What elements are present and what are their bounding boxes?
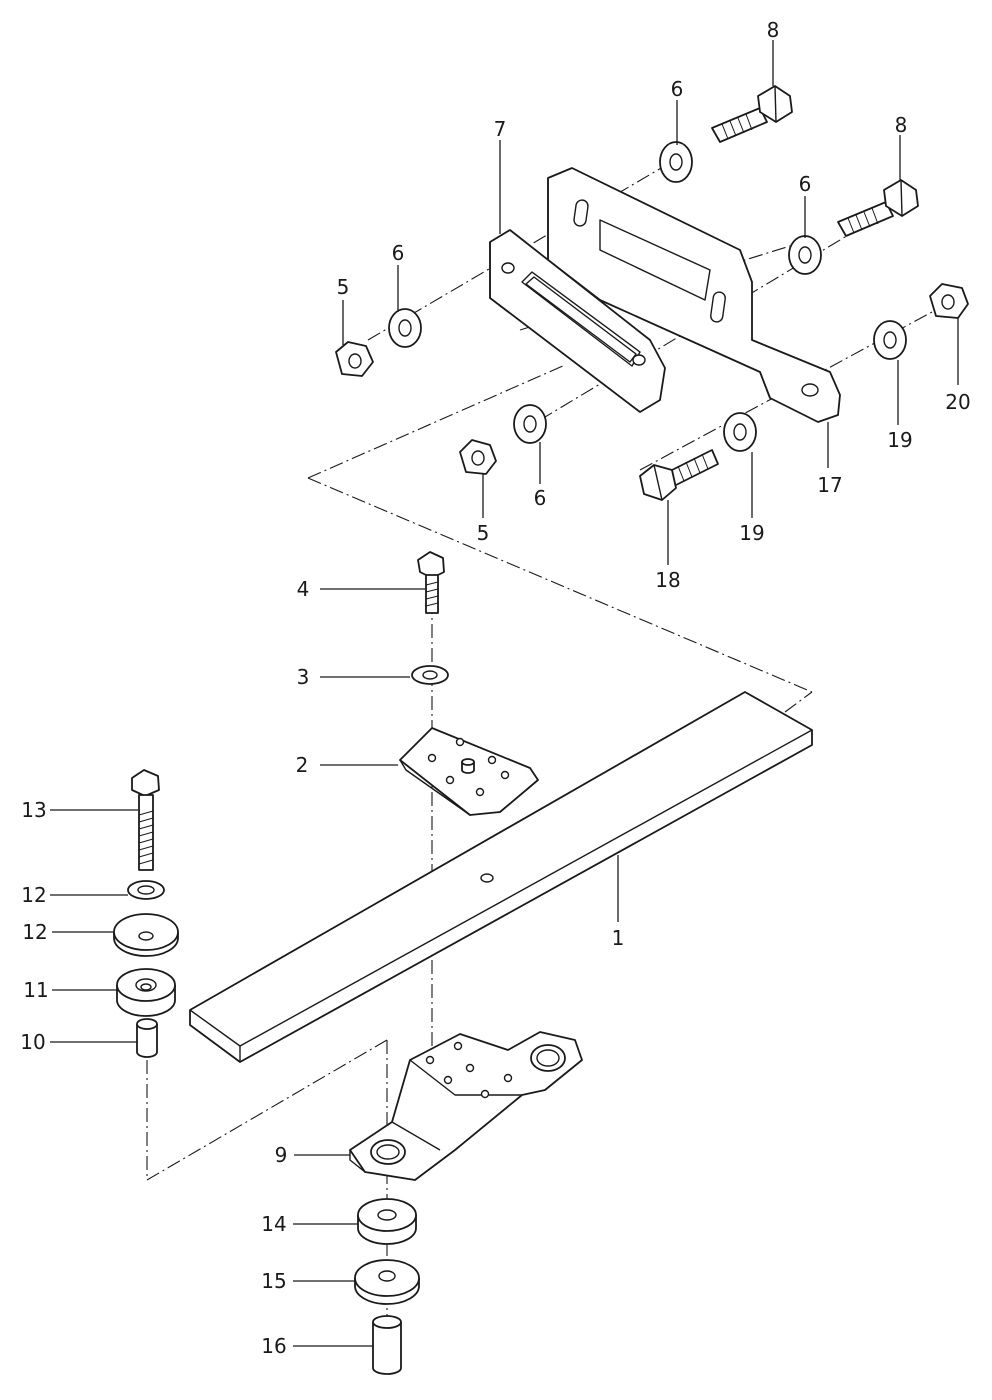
callout-6-right: 6 (799, 172, 812, 196)
washer-13 (127, 880, 165, 900)
callout-15: 14 (261, 1212, 286, 1236)
washer-19-left (723, 412, 757, 452)
callout-18: 18 (655, 568, 680, 592)
washer-6-upper (659, 141, 693, 183)
washer-12-upper (113, 913, 179, 957)
nut-5-left (335, 341, 374, 377)
nut-20 (929, 283, 969, 319)
bolt-18 (639, 449, 719, 501)
callout-20: 20 (945, 390, 970, 414)
callout-8-upper: 8 (767, 18, 780, 42)
bolt-14 (131, 769, 160, 871)
blade (189, 691, 813, 1063)
callout-13: 12 (21, 883, 46, 907)
sleeve-16 (372, 1315, 402, 1375)
bracket-rear (547, 167, 841, 423)
callout-5-upper: 5 (337, 275, 350, 299)
callout-12-lower: 15 (261, 1269, 286, 1293)
washer-6-left (388, 308, 422, 348)
callout-11: 11 (23, 978, 48, 1002)
plate-2 (399, 727, 539, 816)
callout-8-lower: 8 (895, 113, 908, 137)
callout-19-lower: 19 (739, 521, 764, 545)
callout-6-left: 6 (392, 241, 405, 265)
sleeve-10 (136, 1018, 158, 1058)
callout-10: 10 (20, 1030, 45, 1054)
washer-6-right (788, 235, 822, 275)
callout-3: 3 (297, 665, 310, 689)
washer-19-right (873, 320, 907, 360)
callout-5-lower: 5 (477, 521, 490, 545)
assembly-axes (146, 163, 946, 1350)
callout-7: 7 (494, 117, 507, 141)
callout-17: 17 (817, 473, 842, 497)
bushing-11 (116, 968, 176, 1017)
callout-9: 9 (275, 1143, 288, 1167)
callout-1: 1 (612, 926, 625, 950)
nut-5-lower (459, 439, 497, 475)
bushing-15 (357, 1198, 417, 1245)
washer-12-lower (354, 1259, 420, 1305)
bracket-plate-front (489, 229, 666, 413)
bolt-lower (837, 179, 919, 237)
mount-bracket-9 (349, 1031, 583, 1181)
washer-3 (411, 665, 449, 685)
callout-labels: 1 2 3 4 5 5 6 6 6 6 7 8 8 9 10 11 12 12 … (20, 18, 970, 1358)
bolt-upper (711, 85, 793, 143)
washer-6-lower (513, 404, 547, 444)
callout-12-upper: 12 (22, 920, 47, 944)
bolt-4 (417, 551, 445, 614)
callout-6-upper: 6 (671, 77, 684, 101)
callout-4: 4 (297, 577, 310, 601)
callout-19-upper: 19 (887, 428, 912, 452)
callout-14: 13 (21, 798, 46, 822)
leader-lines (50, 40, 959, 1347)
callout-16: 16 (261, 1334, 286, 1358)
callout-6-lower: 6 (534, 486, 547, 510)
callout-2: 2 (296, 753, 309, 777)
